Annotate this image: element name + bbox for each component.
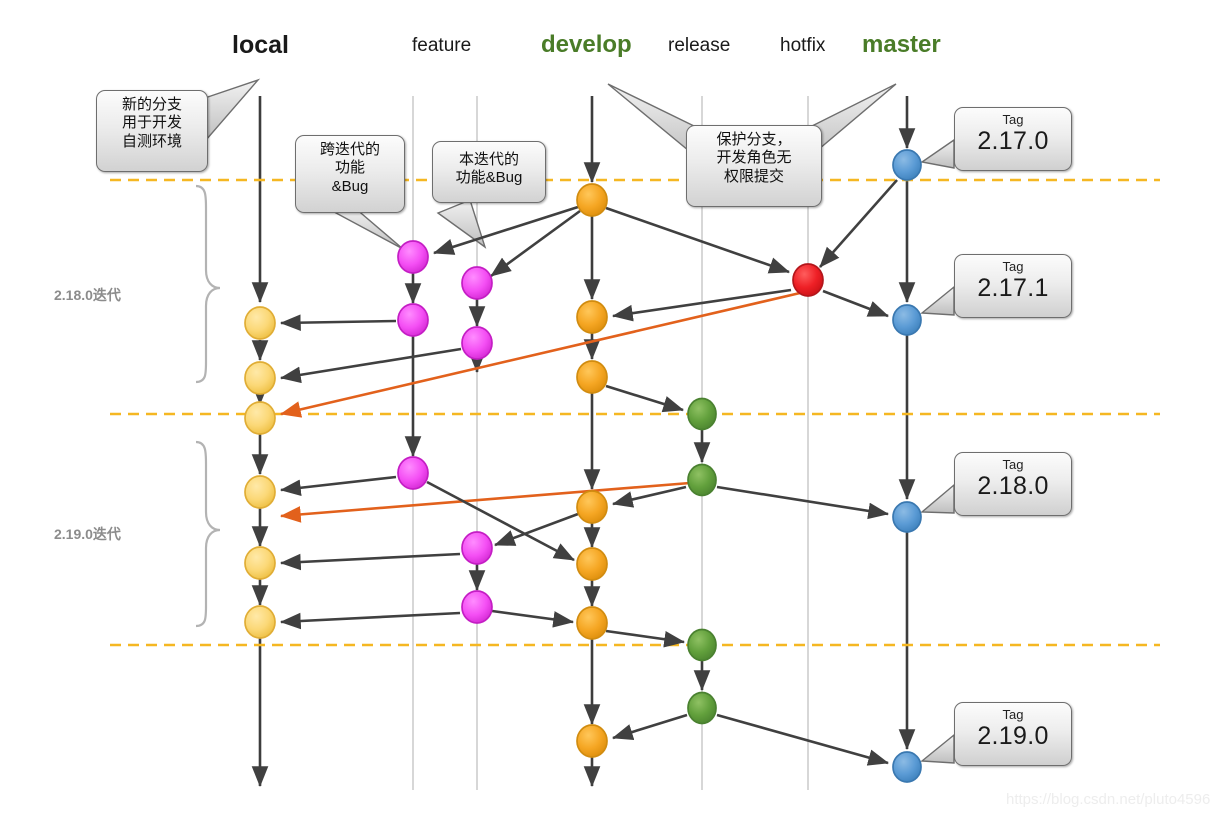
node-local-1 [244, 306, 276, 340]
callout-cross-iteration-line-3: &Bug [331, 177, 369, 195]
node-local-3 [244, 401, 276, 435]
tag-label: Tag [1002, 112, 1024, 127]
tag-version: 2.17.0 [977, 127, 1049, 156]
callout-this-iteration-line-2: 功能&Bug [455, 169, 523, 187]
tail-this-iteration [436, 199, 487, 249]
tag-label: Tag [1002, 707, 1024, 722]
node-local-4 [244, 475, 276, 509]
node-local-2 [244, 361, 276, 395]
tag-label: Tag [1002, 457, 1024, 472]
tail-tag-219-0 [920, 733, 955, 764]
callout-cross-iteration-line-1: 跨迭代的 [319, 141, 380, 158]
tag-box-2-18-0[interactable]: Tag 2.18.0 [954, 452, 1072, 516]
tail-cross-iteration [334, 207, 404, 250]
tail-tag-218-0 [920, 483, 955, 514]
callout-this-iteration[interactable]: 本迭代的 功能&Bug [432, 141, 546, 203]
iteration-label-2180: 2.18.0迭代 [54, 287, 121, 303]
callout-protected-branch-line-2: 开发角色无 [716, 149, 792, 167]
node-master-3 [892, 501, 922, 533]
callout-new-branch[interactable]: 新的分支 用于开发 自测环境 [96, 90, 208, 172]
iteration-braces [195, 184, 221, 628]
callout-protected-branch-line-1: 保护分支， [716, 131, 792, 148]
branch-header-master[interactable]: master [862, 31, 941, 58]
node-release-3 [687, 628, 717, 662]
node-develop-5 [576, 547, 608, 581]
node-feature-a2 [397, 303, 429, 337]
tag-label: Tag [1002, 259, 1024, 274]
node-local-5 [244, 546, 276, 580]
iteration-dividers [110, 178, 1160, 647]
node-develop-2 [576, 300, 608, 334]
callout-protected-branch-line-3: 权限提交 [723, 167, 784, 185]
branch-header-feature[interactable]: feature [412, 35, 472, 56]
node-hotfix-1 [792, 263, 824, 297]
node-master-2 [892, 304, 922, 336]
node-release-4 [687, 691, 717, 725]
node-feature-b2 [461, 326, 493, 360]
node-feature-a1 [397, 240, 429, 274]
tag-version: 2.19.0 [977, 722, 1049, 751]
tail-tag-217-1 [920, 285, 955, 316]
node-feature-b3 [461, 531, 493, 565]
branch-header-hotfix[interactable]: hotfix [780, 35, 826, 56]
branch-header-local[interactable]: local [232, 31, 289, 59]
watermark: https://blog.csdn.net/pluto4596 [1006, 791, 1211, 808]
tail-tag-217-0 [920, 138, 955, 169]
callout-cross-iteration-line-2: 功能 [334, 159, 365, 177]
node-release-1 [687, 397, 717, 431]
branch-header-release[interactable]: release [668, 35, 731, 56]
node-local-6 [244, 605, 276, 639]
merge-arrows [279, 179, 898, 766]
callout-new-branch-line-2: 用于开发 [121, 114, 182, 132]
tag-version: 2.17.1 [977, 274, 1049, 303]
callout-new-branch-line-3: 自测环境 [121, 132, 182, 150]
node-release-2 [687, 463, 717, 497]
node-develop-3 [576, 360, 608, 394]
branch-header-develop[interactable]: develop [541, 31, 632, 58]
tag-box-2-17-1[interactable]: Tag 2.17.1 [954, 254, 1072, 318]
callout-cross-iteration[interactable]: 跨迭代的 功能 &Bug [295, 135, 405, 213]
node-feature-b4 [461, 590, 493, 624]
node-master-4 [892, 751, 922, 783]
commit-nodes [244, 149, 922, 783]
callout-this-iteration-line-1: 本迭代的 [458, 151, 519, 168]
node-feature-b1 [461, 266, 493, 300]
node-feature-a3 [397, 456, 429, 490]
callout-new-branch-line-1: 新的分支 [121, 96, 182, 113]
tag-version: 2.18.0 [977, 472, 1049, 501]
node-develop-1 [576, 183, 608, 217]
tag-box-2-17-0[interactable]: Tag 2.17.0 [954, 107, 1072, 171]
node-develop-6 [576, 606, 608, 640]
iteration-label-2190: 2.19.0迭代 [54, 526, 121, 542]
tag-box-2-19-0[interactable]: Tag 2.19.0 [954, 702, 1072, 766]
node-develop-7 [576, 724, 608, 758]
node-master-1 [892, 149, 922, 181]
callout-protected-branch[interactable]: 保护分支， 开发角色无 权限提交 [686, 125, 822, 207]
node-develop-4 [576, 490, 608, 524]
